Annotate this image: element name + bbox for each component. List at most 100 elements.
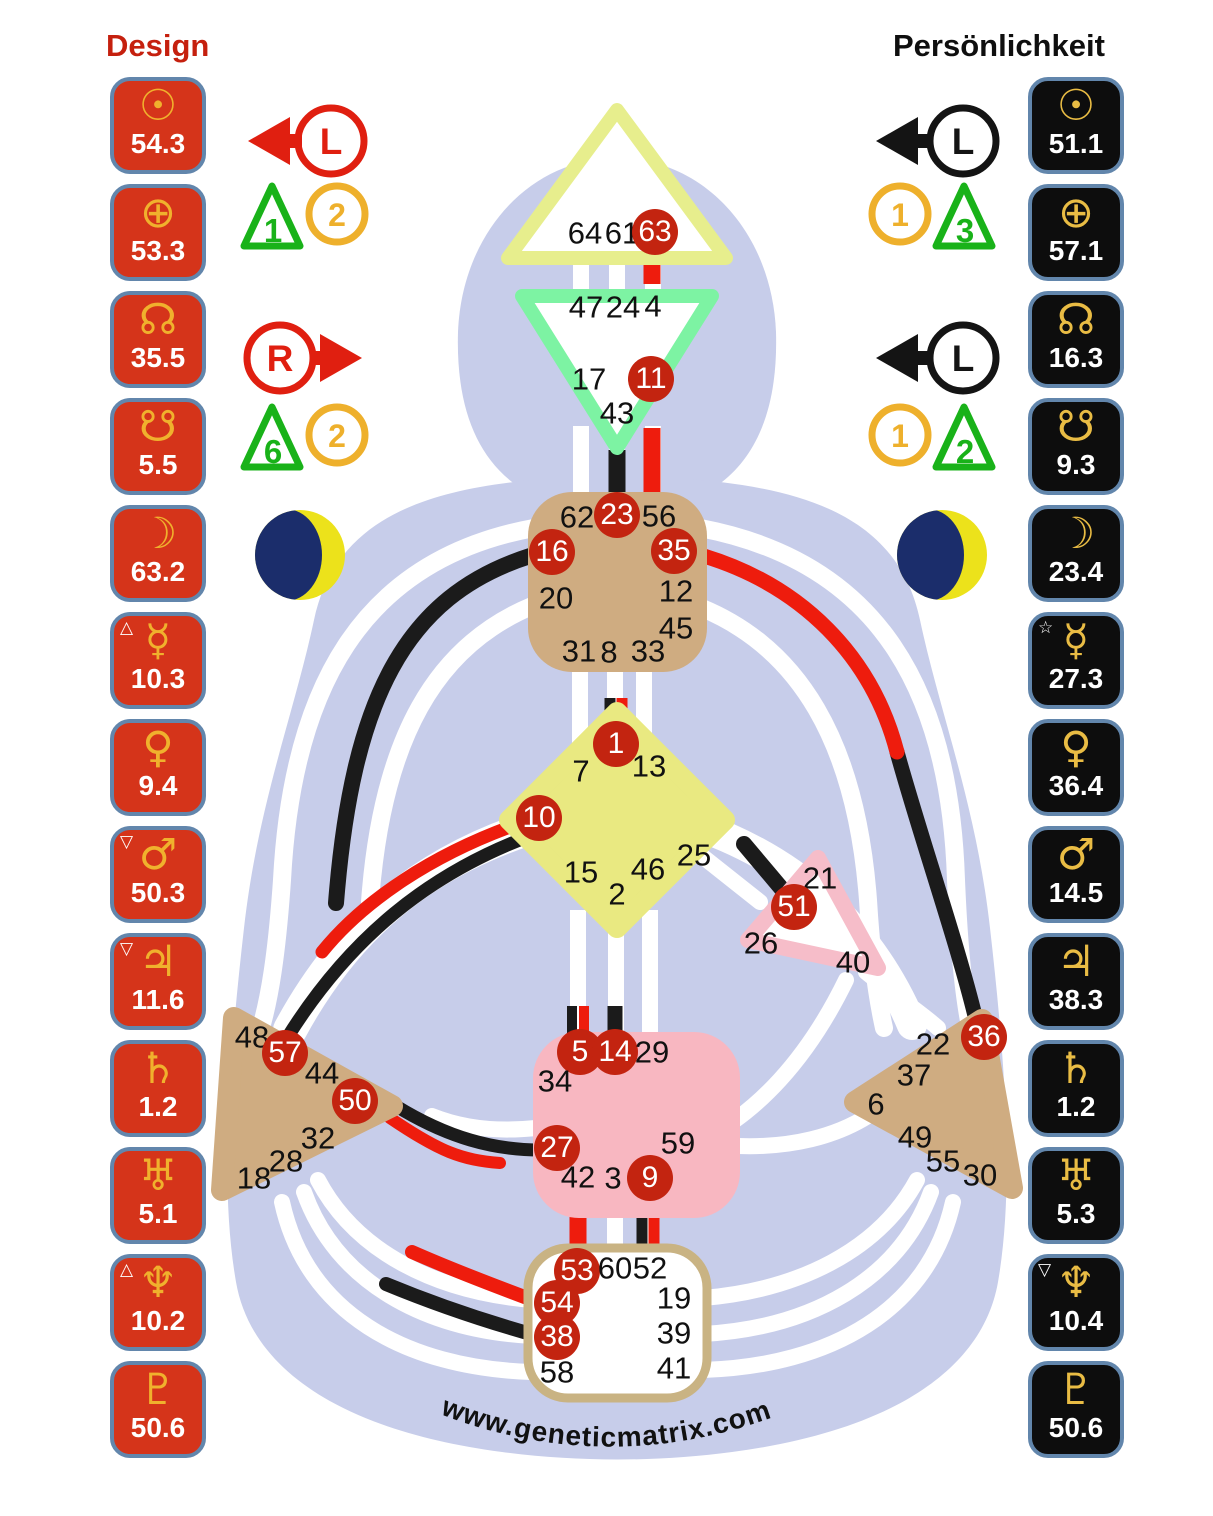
gate-8-throat: 8 — [600, 634, 618, 670]
neptune-marker-icon: △ — [120, 1260, 134, 1280]
design-jupiter-value: 11.6 — [131, 984, 185, 1015]
gate-63-head: 63 — [632, 209, 678, 255]
design-moon-card: ☽63.2 — [110, 505, 206, 602]
gate-15-g_center: 15 — [563, 854, 599, 890]
design-top-arrow-letter: L — [320, 121, 343, 162]
gate-22-solar_plexus: 22 — [915, 1026, 951, 1062]
design-top-left-arrow: L — [248, 104, 368, 178]
personality-jupiter-value: 38.3 — [1048, 984, 1104, 1015]
personality-mercury-value: 27.3 — [1048, 663, 1104, 694]
design-north-node-value: 35.5 — [130, 342, 186, 373]
gate-10-g_center: 10 — [516, 795, 562, 841]
jupiter-icon: ♃ — [138, 937, 178, 987]
gate-26-heart: 26 — [743, 925, 779, 961]
design-venus-value: 9.4 — [138, 770, 178, 801]
gate-13-g_center: 13 — [631, 748, 667, 784]
earth-icon: ⊕ — [139, 188, 177, 238]
neptune-marker-icon: ▽ — [1038, 1260, 1052, 1280]
saturn-icon: ♄ — [138, 1044, 178, 1094]
mars-icon: ♂ — [138, 830, 178, 880]
uranus-icon: ♅ — [138, 1151, 178, 1201]
personality-uranus-value: 5.3 — [1056, 1198, 1096, 1229]
venus-icon: ♀ — [1060, 723, 1092, 773]
gate-64-head: 64 — [567, 215, 603, 251]
personality-pluto-card: ♇50.6 — [1028, 1361, 1124, 1458]
mercury-marker-icon: ☆ — [1038, 618, 1054, 638]
personality-venus-card: ♀36.4 — [1028, 719, 1124, 816]
gate-6-solar_plexus: 6 — [867, 1086, 885, 1122]
design-earth-card: ⊕53.3 — [110, 184, 206, 281]
mars-marker-icon: ▽ — [120, 832, 134, 852]
personality-mercury-card: ☆ ☿27.3 — [1028, 612, 1124, 709]
gate-30-solar_plexus: 30 — [962, 1157, 998, 1193]
mercury-icon: ☿ — [1062, 616, 1090, 666]
gate-43-ajna: 43 — [599, 395, 635, 431]
personality-earth-value: 57.1 — [1048, 235, 1104, 266]
mercury-icon: ☿ — [144, 616, 172, 666]
gate-46-g_center: 46 — [630, 851, 666, 887]
center-solar-plexus — [844, 1009, 1023, 1199]
design-sun-card: ☉54.3 — [110, 77, 206, 174]
gate-51-heart: 51 — [771, 884, 817, 930]
gate-56-throat: 56 — [641, 498, 677, 534]
gate-9-sacral: 9 — [627, 1155, 673, 1201]
gate-16-throat: 16 — [529, 529, 575, 575]
design-mars-value: 50.3 — [130, 877, 186, 908]
gate-23-throat: 23 — [594, 492, 640, 538]
personality-heading: Persönlichkeit — [893, 28, 1105, 63]
personality-venus-value: 36.4 — [1048, 770, 1104, 801]
neptune-icon: ♆ — [138, 1258, 178, 1308]
gate-14-sacral: 14 — [592, 1029, 638, 1075]
gate-3-sacral: 3 — [604, 1160, 622, 1196]
personality-mars-value: 14.5 — [1048, 877, 1104, 908]
center-g — [499, 702, 735, 938]
venus-icon: ♀ — [142, 723, 174, 773]
moon-icon: ☽ — [1056, 509, 1096, 559]
north-node-icon: ☊ — [138, 295, 178, 345]
personality-jupiter-card: ♃38.3 — [1028, 933, 1124, 1030]
gate-24-ajna: 24 — [605, 289, 641, 325]
gate-55-solar_plexus: 55 — [925, 1143, 961, 1179]
gate-27-sacral: 27 — [534, 1125, 580, 1171]
jupiter-icon: ♃ — [1056, 937, 1096, 987]
personality-top-circle-number: 1 — [891, 197, 909, 233]
gate-49-solar_plexus: 49 — [897, 1119, 933, 1155]
gate-44-spleen: 44 — [304, 1055, 340, 1091]
design-jupiter-card: ▽♃11.6 — [110, 933, 206, 1030]
mercury-marker-icon: △ — [120, 618, 134, 638]
pluto-icon: ♇ — [1056, 1365, 1096, 1415]
gate-60-root: 60 — [597, 1250, 633, 1286]
gate-4-ajna: 4 — [644, 288, 662, 324]
design-top-trine-number: 1 — [264, 212, 282, 249]
design-moon-value: 63.2 — [130, 556, 186, 587]
personality-top-arrow-letter: L — [952, 121, 975, 162]
personality-uranus-card: ♅5.3 — [1028, 1147, 1124, 1244]
south-node-icon: ☋ — [138, 402, 178, 452]
gate-11-ajna: 11 — [628, 356, 674, 402]
design-pluto-card: ♇50.6 — [110, 1361, 206, 1458]
gate-1-g_center: 1 — [593, 721, 639, 767]
design-bottom-trine-badge: 6 2 — [240, 403, 369, 471]
gate-25-g_center: 25 — [676, 837, 712, 873]
personality-variable-arrows: L 1 3 L 1 2 — [868, 104, 1000, 471]
earth-icon: ⊕ — [1057, 188, 1095, 238]
design-bottom-right-arrow: R — [243, 321, 362, 395]
design-bottom-arrow-letter: R — [267, 338, 294, 379]
gate-33-throat: 33 — [630, 633, 666, 669]
personality-bottom-trine-number: 2 — [956, 433, 974, 470]
design-uranus-value: 5.1 — [138, 1198, 178, 1229]
design-saturn-card: ♄1.2 — [110, 1040, 206, 1137]
personality-south-node-value: 9.3 — [1056, 449, 1096, 480]
gate-50-spleen: 50 — [332, 1078, 378, 1124]
mars-icon: ♂ — [1056, 830, 1096, 880]
gate-2-g_center: 2 — [608, 876, 626, 912]
south-node-icon: ☋ — [1056, 402, 1096, 452]
gate-18-spleen: 18 — [236, 1160, 272, 1196]
personality-saturn-card: ♄1.2 — [1028, 1040, 1124, 1137]
gate-42-sacral: 42 — [560, 1159, 596, 1195]
gate-29-sacral: 29 — [634, 1034, 670, 1070]
gate-41-root: 41 — [656, 1350, 692, 1386]
design-mercury-value: 10.3 — [130, 663, 186, 694]
personality-moon-value: 23.4 — [1048, 556, 1104, 587]
